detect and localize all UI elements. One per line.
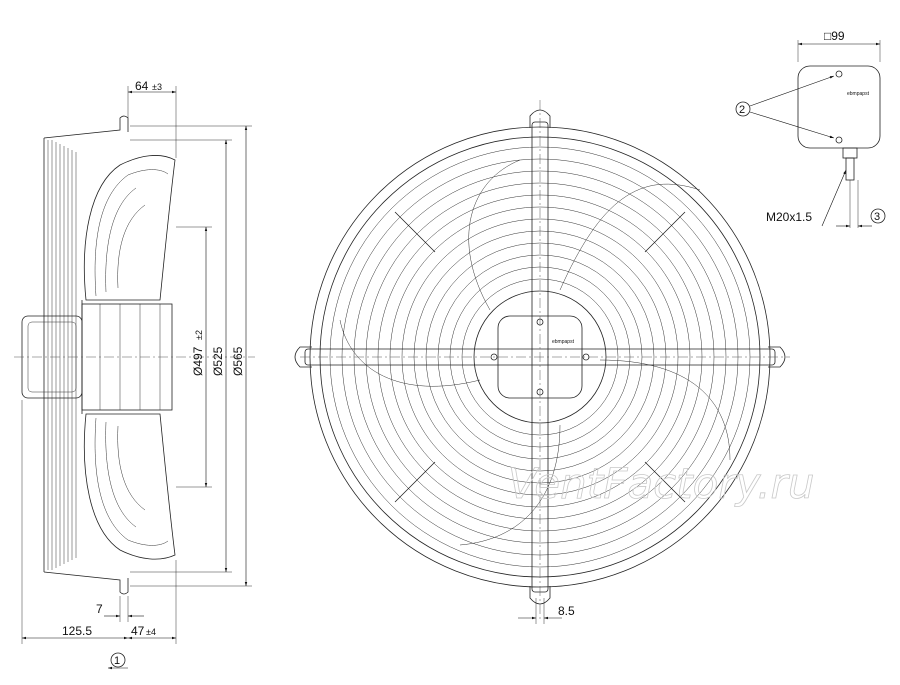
side-blades (83, 155, 176, 560)
dim-64-label: 64 (135, 79, 149, 93)
dim-99-label: □99 (824, 29, 845, 43)
slot-dimension: 8.5 (518, 598, 575, 624)
callout-1-circle (110, 652, 126, 668)
callout-1-label: 1 (114, 655, 120, 667)
terminal-box-detail: ebmpapst □99 2 M20x1.5 3 (735, 29, 886, 228)
front-brand-label: ebmpapst (552, 339, 575, 345)
dim-125-5-label: 125.5 (62, 624, 92, 638)
front-blades (339, 159, 731, 546)
dim-64-tol: ±3 (152, 82, 162, 92)
callout-2-circle (735, 101, 751, 117)
cable-gland (842, 147, 858, 159)
dim-7-label: 7 (96, 602, 103, 616)
side-dimensions: 64 ±3 Ø497 ±2 Ø525 Ø565 7 125.5 47 ±4 (21, 79, 252, 670)
dim-497-tol: ±2 (194, 330, 204, 340)
dim-8-5-label: 8.5 (558, 604, 575, 618)
dim-47-label: 47 (131, 624, 145, 638)
dim-47-tol: ±4 (146, 627, 156, 637)
callout-3-circle (870, 208, 886, 224)
watermark: VentFactory.ru (508, 459, 814, 508)
front-view: ebmpapst (294, 100, 790, 620)
detail-brand-label: ebmpapst (847, 91, 870, 97)
dim-497-label: Ø497 (191, 346, 205, 376)
dim-565-label: Ø565 (231, 346, 245, 376)
side-guard-grille (43, 115, 129, 595)
callout-2-label: 2 (739, 104, 745, 116)
callout-3-label: 3 (874, 211, 880, 223)
side-view (14, 115, 255, 595)
detail-box-outline (797, 65, 881, 149)
gland-thread-label: M20x1.5 (766, 210, 812, 224)
dim-525-label: Ø525 (211, 346, 225, 376)
